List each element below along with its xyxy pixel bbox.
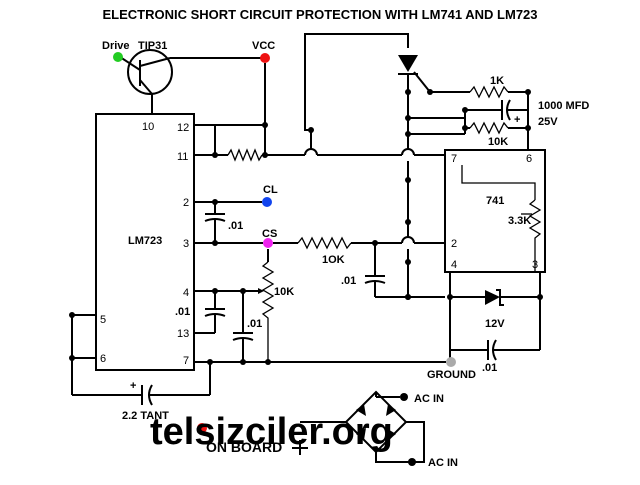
on-board-label: ON BOARD bbox=[206, 439, 282, 455]
ground-terminal[interactable] bbox=[446, 357, 456, 367]
ground-label: GROUND bbox=[427, 369, 476, 381]
cl-label: CL bbox=[263, 184, 278, 196]
lm723-pin-2: 2 bbox=[183, 197, 189, 209]
lm723-pin-3: 3 bbox=[183, 238, 189, 250]
lm741-pin-6: 6 bbox=[526, 153, 532, 165]
lm723-label: LM723 bbox=[128, 235, 162, 247]
lm741-label: 741 bbox=[486, 195, 504, 207]
r-10k-top-label: 10K bbox=[488, 136, 508, 148]
cl-terminal[interactable] bbox=[262, 197, 272, 207]
ac-in-top-label: AC IN bbox=[414, 393, 444, 405]
bridge-rectifier bbox=[300, 390, 425, 463]
zener-label: 12V bbox=[485, 318, 505, 330]
c-1000-label: 1000 MFD bbox=[538, 100, 589, 112]
ac-in-bottom-label: AC IN bbox=[428, 457, 458, 469]
cs-label: CS bbox=[262, 228, 277, 240]
r-cs-label: 1OK bbox=[322, 254, 345, 266]
cs-terminal[interactable] bbox=[263, 238, 273, 248]
lm723-pin-4: 4 bbox=[183, 287, 189, 299]
c-mid-label: .01 bbox=[247, 318, 262, 330]
c-gnd-label: .01 bbox=[482, 362, 497, 374]
lm741-pot-label: 3.3K bbox=[508, 215, 531, 227]
lm723-pin-12: 12 bbox=[177, 122, 189, 134]
lm741-pin-2: 2 bbox=[451, 238, 457, 250]
pot-10k-label: 10K bbox=[274, 286, 294, 298]
lm723-pin-7: 7 bbox=[183, 355, 189, 367]
lm723-pin-6: 6 bbox=[100, 353, 106, 365]
drive-terminal[interactable] bbox=[113, 52, 123, 62]
lm741-pin-7: 7 bbox=[451, 153, 457, 165]
lm741-chip bbox=[444, 149, 546, 273]
watermark: telsizciler.org bbox=[150, 411, 393, 453]
drive-label: Drive bbox=[102, 40, 130, 52]
diagram-title: ELECTRONIC SHORT CIRCUIT PROTECTION WITH… bbox=[102, 7, 537, 22]
ac-terminal-top[interactable] bbox=[400, 393, 408, 401]
c-left-label: .01 bbox=[175, 306, 190, 318]
board-vcc-terminal[interactable] bbox=[197, 423, 207, 433]
vcc-label: VCC bbox=[252, 40, 275, 52]
lm723-pin-5: 5 bbox=[100, 314, 106, 326]
tant-plus: + bbox=[130, 380, 136, 392]
ac-terminal-bottom[interactable] bbox=[408, 458, 416, 466]
c-tant-label: 2.2 TANT bbox=[122, 410, 169, 422]
c-1000-voltage: 25V bbox=[538, 116, 558, 128]
tip31-label: TIP31 bbox=[138, 40, 167, 52]
scr-top bbox=[398, 55, 431, 93]
tip31-transistor bbox=[119, 49, 265, 114]
c-1000-plus: + bbox=[514, 114, 520, 126]
c-cs-label: .01 bbox=[341, 275, 356, 287]
c-cl-label: .01 bbox=[228, 220, 243, 232]
vcc-terminal[interactable] bbox=[260, 53, 270, 63]
lm723-pin-11: 11 bbox=[177, 151, 188, 163]
lm723-pin-13: 13 bbox=[177, 328, 189, 340]
r-1k-label: 1K bbox=[490, 75, 504, 87]
lm723-pin-10: 10 bbox=[142, 121, 154, 133]
lm741-pin-4: 4 bbox=[451, 259, 457, 271]
